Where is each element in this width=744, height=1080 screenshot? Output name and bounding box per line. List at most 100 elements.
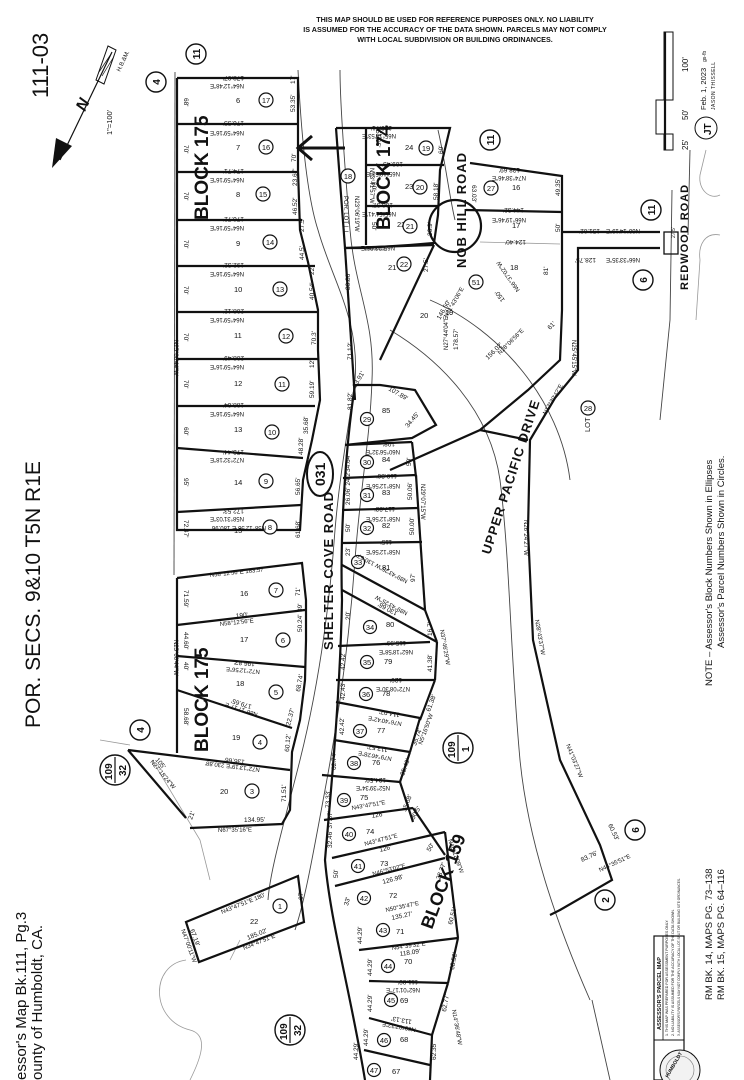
svg-text:100': 100' xyxy=(681,57,690,72)
svg-text:14: 14 xyxy=(234,478,242,487)
svg-text:68: 68 xyxy=(400,1035,408,1044)
svg-text:RM BK. 14, MAPS PG. 73–138: RM BK. 14, MAPS PG. 73–138 xyxy=(704,869,715,1000)
upper-pacific-lots: 85 84 83 82 81 80 79 78 77 76 75 74 73 7… xyxy=(321,370,543,1080)
svg-text:84: 84 xyxy=(382,455,390,464)
svg-text:19: 19 xyxy=(445,308,453,317)
svg-text:120.71': 120.71' xyxy=(371,124,392,131)
svg-text:N26°24'27"W: N26°24'27"W xyxy=(522,520,528,556)
svg-text:N64°59'16"E: N64°59'16"E xyxy=(210,410,244,416)
svg-text:111-03: 111-03 xyxy=(28,33,53,98)
svg-text:031: 031 xyxy=(312,462,328,486)
svg-text:N72°12'56"E: N72°12'56"E xyxy=(226,665,260,674)
svg-text:44.29': 44.29' xyxy=(363,1028,370,1046)
svg-text:70': 70' xyxy=(182,380,189,388)
svg-text:75: 75 xyxy=(360,793,368,802)
svg-text:70': 70' xyxy=(182,333,189,341)
svg-text:144.32': 144.32' xyxy=(503,206,524,213)
svg-text:H.B.&M.: H.B.&M. xyxy=(116,50,131,73)
block-label: BLOCK 174 xyxy=(374,125,395,230)
svg-text:N58°12'56"E: N58°12'56"E xyxy=(366,482,400,488)
svg-text:178.57': 178.57' xyxy=(453,329,460,350)
svg-text:78: 78 xyxy=(382,689,390,698)
svg-text:32.46' 37.87': 32.46' 37.87' xyxy=(327,811,334,848)
svg-text:70': 70' xyxy=(182,192,189,200)
svg-text:N76°40'42"E: N76°40'42"E xyxy=(368,714,403,726)
svg-text:35: 35 xyxy=(363,658,371,667)
svg-text:21': 21' xyxy=(187,810,196,820)
svg-text:61.38': 61.38' xyxy=(425,694,438,713)
svg-text:62.77': 62.77' xyxy=(441,994,451,1012)
svg-text:23': 23' xyxy=(345,548,352,556)
svg-text:16: 16 xyxy=(512,183,520,192)
svg-text:119.36': 119.36' xyxy=(376,472,397,479)
svg-text:SHELTER COVE ROAD: SHELTER COVE ROAD xyxy=(321,491,336,650)
road-label-shelter-cove: SHELTER COVE ROAD xyxy=(321,491,336,650)
block-175-north: 6 7 8 9 10 11 12 13 14 15 17 16 15 14 13… xyxy=(172,74,322,538)
block-175-south: 16 17 18 19 20 7 6 5 4 3 N58°12'56"E 183… xyxy=(127,561,308,834)
block-label: BLOCK 175 xyxy=(192,115,213,220)
svg-text:40.54': 40.54' xyxy=(309,282,316,300)
svg-text:Assessor's Parcel Numbers Show: Assessor's Parcel Numbers Shown in Circl… xyxy=(716,456,727,648)
svg-text:JT: JT xyxy=(703,123,714,135)
svg-text:16: 16 xyxy=(240,589,248,598)
svg-text:120': 120' xyxy=(390,676,402,683)
svg-text:4: 4 xyxy=(258,738,262,747)
block-label: BLOCK 159 xyxy=(417,831,470,931)
svg-text:IS ASSUMED FOR THE ACCURACY OF: IS ASSUMED FOR THE ACCURACY OF THE DATA … xyxy=(303,25,607,34)
scale-bar: 25' 50' 100' xyxy=(655,31,690,151)
svg-text:26.9': 26.9' xyxy=(427,222,434,236)
svg-text:44.29': 44.29' xyxy=(353,1042,360,1060)
svg-text:50': 50' xyxy=(370,222,377,230)
svg-text:N65°18'53"E: N65°18'53"E xyxy=(362,132,396,138)
svg-text:53.35': 53.35' xyxy=(290,94,297,112)
svg-text:33': 33' xyxy=(343,897,352,907)
svg-text:118.09': 118.09' xyxy=(399,948,420,958)
parcel-circles: 17 16 15 14 13 12 11 10 9 8 xyxy=(255,92,294,535)
svg-text:N25°00'44"W: N25°00'44"W xyxy=(172,340,178,376)
svg-text:19: 19 xyxy=(232,733,240,742)
svg-text:12': 12' xyxy=(309,360,316,368)
svg-text:83: 83 xyxy=(382,488,390,497)
svg-text:50': 50' xyxy=(333,870,340,878)
svg-text:13: 13 xyxy=(276,285,284,294)
svg-text:208.49': 208.49' xyxy=(223,354,244,361)
svg-text:124.59': 124.59' xyxy=(365,776,386,783)
svg-text:28: 28 xyxy=(584,404,592,413)
svg-text:N25°00'44"W: N25°00'44"W xyxy=(172,640,178,676)
svg-text:27.5': 27.5' xyxy=(299,218,306,232)
svg-text:24: 24 xyxy=(405,143,413,152)
svg-text:9: 9 xyxy=(236,239,240,248)
svg-text:ASSESSOR'S PARCEL MAP: ASSESSOR'S PARCEL MAP xyxy=(657,957,663,1030)
svg-text:8: 8 xyxy=(268,523,272,532)
svg-text:42.43': 42.43' xyxy=(340,682,347,700)
svg-text:17: 17 xyxy=(512,221,520,230)
svg-text:48.28': 48.28' xyxy=(298,437,305,455)
svg-text:70.3': 70.3' xyxy=(311,331,318,345)
svg-text:NOTE – Assessor's Block Numb: NOTE – Assessor's Block Numbers Shown in… xyxy=(704,460,715,686)
svg-text:190': 190' xyxy=(235,612,248,620)
svg-text:58.18': 58.18' xyxy=(433,182,440,200)
svg-text:N43°47'51"E: N43°47'51"E xyxy=(351,800,386,812)
svg-text:N74°38'46"E: N74°38'46"E xyxy=(492,174,526,180)
svg-text:36: 36 xyxy=(362,690,370,699)
svg-text:N23°41'57"W: N23°41'57"W xyxy=(368,168,374,204)
block-label: BLOCK 175 xyxy=(192,647,213,752)
svg-text:20: 20 xyxy=(416,183,424,192)
svg-text:LOT LH: LOT LH xyxy=(583,406,592,432)
svg-text:59.19': 59.19' xyxy=(309,380,316,398)
svg-text:8: 8 xyxy=(236,190,240,199)
svg-text:33: 33 xyxy=(354,558,362,567)
svg-text:56.65': 56.65' xyxy=(295,477,302,495)
svg-text:WITH LOCAL SUBDIVISION OR BUIL: WITH LOCAL SUBDIVISION OR BUILDING ORDIN… xyxy=(357,35,553,44)
svg-text:N62°18'58"E: N62°18'58"E xyxy=(379,648,413,654)
svg-text:60.51': 60.51' xyxy=(447,907,458,926)
svg-text:50.00': 50.00' xyxy=(409,517,416,535)
svg-text:N28°06'56"E: N28°06'56"E xyxy=(497,328,525,356)
svg-text:BLOCK 175: BLOCK 175 xyxy=(192,115,213,220)
svg-text:2. NO LIABILITY IS ASSUMED FOR: 2. NO LIABILITY IS ASSUMED FOR THE ACCUR… xyxy=(671,909,675,1036)
svg-text:134.95': 134.95' xyxy=(244,817,265,824)
svg-text:6: 6 xyxy=(281,636,285,645)
svg-text:26.06' 24.2': 26.06' 24.2' xyxy=(345,472,352,505)
svg-text:51.95': 51.95' xyxy=(374,130,381,148)
svg-text:REDWOOD ROAD: REDWOOD ROAD xyxy=(679,184,691,290)
